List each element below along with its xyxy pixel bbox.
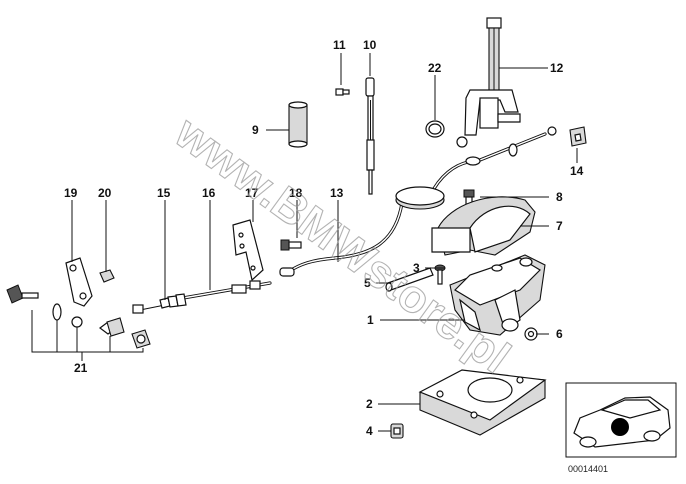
leader-lines [31, 53, 578, 432]
part-18-bolt [280, 239, 302, 251]
callout-13: 13 [330, 186, 344, 200]
part-13-select-cable [279, 126, 557, 277]
part-12-shift-lever [456, 17, 521, 148]
part-9-sleeve [288, 101, 308, 148]
part-20-nut [99, 269, 115, 283]
callout-18: 18 [289, 186, 303, 200]
callout-1: 1 [367, 313, 374, 327]
part-14-clip [569, 126, 587, 147]
callout-21: 21 [74, 361, 88, 375]
part-17-bracket [232, 219, 264, 282]
callout-6: 6 [556, 327, 563, 341]
callout-7: 7 [556, 219, 563, 233]
callout-4: 4 [366, 424, 373, 438]
part-15-cable-end [132, 293, 187, 314]
callout-12: 12 [550, 61, 564, 75]
callout-numbers: 11 10 22 12 9 14 8 7 19 20 15 16 17 18 1… [64, 38, 584, 438]
part-22-ring [425, 120, 445, 138]
callout-17: 17 [245, 186, 259, 200]
callout-16: 16 [202, 186, 216, 200]
callout-19: 19 [64, 186, 78, 200]
part-21-fastener-set [6, 284, 151, 349]
callout-22: 22 [428, 61, 442, 75]
part-16-cable-rod [181, 280, 272, 300]
diagram-code: 00014401 [568, 464, 608, 474]
part-19-lever [65, 257, 93, 307]
part-6-circlip [524, 327, 538, 341]
callout-14: 14 [570, 164, 584, 178]
location-dot [611, 418, 629, 436]
callout-3: 3 [413, 261, 420, 275]
part-4-clip [390, 423, 404, 439]
callout-11: 11 [333, 38, 346, 52]
callout-5: 5 [364, 276, 371, 290]
part-2-base-plate [418, 369, 547, 436]
callout-20: 20 [98, 186, 112, 200]
callout-9: 9 [252, 123, 259, 137]
part-7-cover [431, 196, 536, 256]
callout-15: 15 [157, 186, 171, 200]
car-locator-inset [565, 382, 677, 458]
callout-2: 2 [366, 397, 373, 411]
callout-10: 10 [363, 38, 377, 52]
part-10-shift-rod [365, 77, 375, 195]
part-1-shifter-housing [449, 254, 546, 336]
callout-8: 8 [556, 190, 563, 204]
part-11-screw [335, 88, 350, 96]
